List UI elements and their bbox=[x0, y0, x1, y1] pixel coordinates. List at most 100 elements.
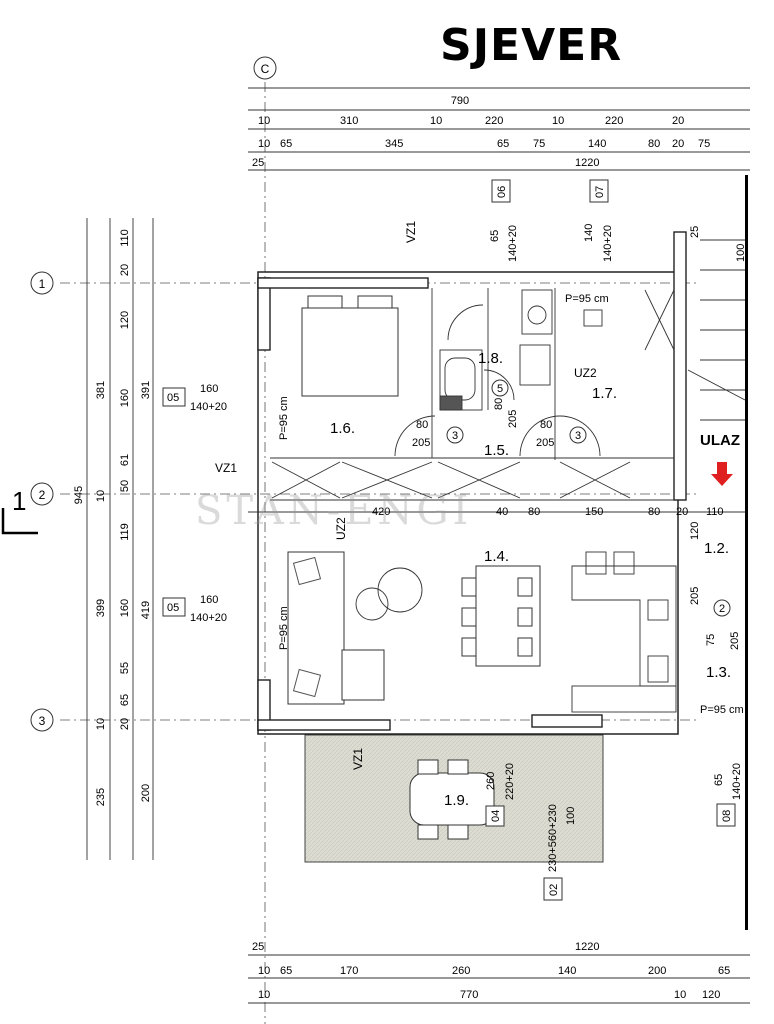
room-label-1-5: 1.5. bbox=[484, 442, 510, 459]
svg-text:25: 25 bbox=[252, 941, 264, 953]
wall-left-top bbox=[257, 277, 271, 351]
svg-text:04: 04 bbox=[490, 810, 502, 822]
svg-text:419: 419 bbox=[140, 601, 152, 619]
wall-label-vz1-top: VZ1 bbox=[404, 221, 418, 243]
svg-text:25: 25 bbox=[252, 157, 264, 169]
svg-text:20: 20 bbox=[119, 718, 131, 730]
wall-label-vz1-left: VZ1 bbox=[215, 461, 237, 475]
svg-text:1220: 1220 bbox=[575, 157, 599, 169]
svg-text:345: 345 bbox=[385, 138, 403, 150]
left-dimension-lines bbox=[86, 218, 154, 860]
window-tag-07: 07 140 140+20 bbox=[583, 179, 614, 262]
svg-text:10: 10 bbox=[552, 115, 564, 127]
svg-text:2: 2 bbox=[39, 488, 46, 502]
svg-text:75: 75 bbox=[705, 634, 717, 646]
svg-text:5: 5 bbox=[497, 383, 503, 395]
room-label-1-4: 1.4. bbox=[484, 548, 510, 565]
svg-text:2: 2 bbox=[719, 603, 725, 615]
top-dims-row3: 10 65 345 65 75 140 80 20 75 bbox=[258, 138, 710, 150]
page-title: SJEVER bbox=[440, 20, 623, 71]
svg-text:140+20: 140+20 bbox=[507, 225, 519, 262]
svg-text:205: 205 bbox=[536, 437, 554, 449]
wall-bottom-right bbox=[531, 714, 603, 728]
svg-text:3: 3 bbox=[575, 430, 581, 442]
svg-text:50: 50 bbox=[119, 480, 131, 492]
coffee-tables bbox=[355, 567, 423, 621]
top-dims-row1: 790 bbox=[451, 95, 469, 107]
svg-text:790: 790 bbox=[451, 95, 469, 107]
wall-top-left bbox=[257, 277, 429, 289]
svg-text:200: 200 bbox=[648, 965, 666, 977]
parapet-label-4: P=95 cm bbox=[700, 704, 744, 716]
svg-text:1: 1 bbox=[39, 277, 46, 291]
svg-text:260: 260 bbox=[452, 965, 470, 977]
svg-text:06: 06 bbox=[496, 186, 508, 198]
parapet-label-2: P=95 cm bbox=[278, 606, 290, 650]
window-tag-08: 08 65 140+20 bbox=[713, 763, 743, 827]
window-tag-06: 06 65 140+20 bbox=[489, 179, 519, 262]
svg-text:80: 80 bbox=[540, 419, 552, 431]
door-tag-4: 2 205 bbox=[713, 599, 741, 650]
room-label-1-8: 1.8. bbox=[478, 350, 504, 367]
window-tag-05a: 05 160 140+20 bbox=[162, 383, 227, 413]
axis-bubble-2: 2 bbox=[30, 482, 54, 506]
svg-text:65: 65 bbox=[713, 774, 725, 786]
room-label-1-7: 1.7. bbox=[592, 385, 618, 402]
axis-bubble-c: C bbox=[253, 56, 277, 80]
room-label-1-6: 1.6. bbox=[330, 420, 356, 437]
svg-text:55: 55 bbox=[119, 662, 131, 674]
sofa bbox=[287, 551, 385, 705]
svg-text:10: 10 bbox=[95, 490, 107, 502]
svg-text:10: 10 bbox=[258, 115, 270, 127]
room-label-1-9: 1.9. bbox=[444, 792, 470, 809]
svg-text:399: 399 bbox=[95, 599, 107, 617]
door-swings bbox=[394, 304, 601, 457]
outer-wall bbox=[257, 271, 679, 735]
svg-text:160: 160 bbox=[119, 389, 131, 407]
room-label-1-2: 1.2. bbox=[704, 540, 730, 557]
svg-text:65: 65 bbox=[280, 138, 292, 150]
svg-text:200: 200 bbox=[140, 784, 152, 802]
svg-text:80: 80 bbox=[648, 138, 660, 150]
left-dims-col-a: 110 20 120 160 61 50 119 160 55 65 20 20… bbox=[119, 229, 152, 802]
svg-text:140: 140 bbox=[558, 965, 576, 977]
svg-text:61: 61 bbox=[119, 454, 131, 466]
svg-text:20: 20 bbox=[672, 138, 684, 150]
svg-text:20: 20 bbox=[672, 115, 684, 127]
svg-text:310: 310 bbox=[340, 115, 358, 127]
svg-text:205: 205 bbox=[689, 587, 701, 605]
svg-text:205: 205 bbox=[412, 437, 430, 449]
bathroom-fixtures bbox=[439, 289, 603, 411]
svg-text:120: 120 bbox=[689, 522, 701, 540]
svg-text:110: 110 bbox=[706, 506, 724, 518]
dining-table bbox=[461, 565, 541, 667]
top-dims-row2: 10 310 10 220 10 220 20 bbox=[258, 115, 684, 127]
svg-text:140+20: 140+20 bbox=[190, 612, 227, 624]
misc-small-dims: 120 75 205 100 25 bbox=[689, 226, 747, 646]
bottom-dims-row1: 25 1220 bbox=[252, 941, 599, 953]
svg-text:160: 160 bbox=[119, 599, 131, 617]
svg-text:1220: 1220 bbox=[575, 941, 599, 953]
terrace-table bbox=[409, 759, 495, 840]
svg-text:100: 100 bbox=[735, 244, 747, 262]
svg-text:80: 80 bbox=[416, 419, 428, 431]
wall-label-vz1-terrace: VZ1 bbox=[351, 748, 365, 770]
svg-text:65: 65 bbox=[119, 694, 131, 706]
svg-text:160: 160 bbox=[200, 594, 218, 606]
door-tag-3: 5 80 205 bbox=[491, 379, 519, 428]
svg-text:07: 07 bbox=[594, 186, 606, 198]
svg-text:80: 80 bbox=[493, 398, 505, 410]
room-label-1-3: 1.3. bbox=[706, 664, 732, 681]
svg-text:10: 10 bbox=[674, 989, 686, 1001]
svg-text:100: 100 bbox=[565, 807, 577, 825]
svg-text:10: 10 bbox=[258, 138, 270, 150]
svg-text:120: 120 bbox=[702, 989, 720, 1001]
svg-text:75: 75 bbox=[533, 138, 545, 150]
svg-text:205: 205 bbox=[729, 632, 741, 650]
svg-text:770: 770 bbox=[460, 989, 478, 1001]
svg-text:119: 119 bbox=[119, 523, 131, 541]
svg-text:25: 25 bbox=[689, 226, 701, 238]
watermark: STAN-ENGI bbox=[195, 488, 473, 534]
parapet-label-1: P=95 cm bbox=[278, 396, 290, 440]
axis-bubble-3: 3 bbox=[30, 708, 54, 732]
